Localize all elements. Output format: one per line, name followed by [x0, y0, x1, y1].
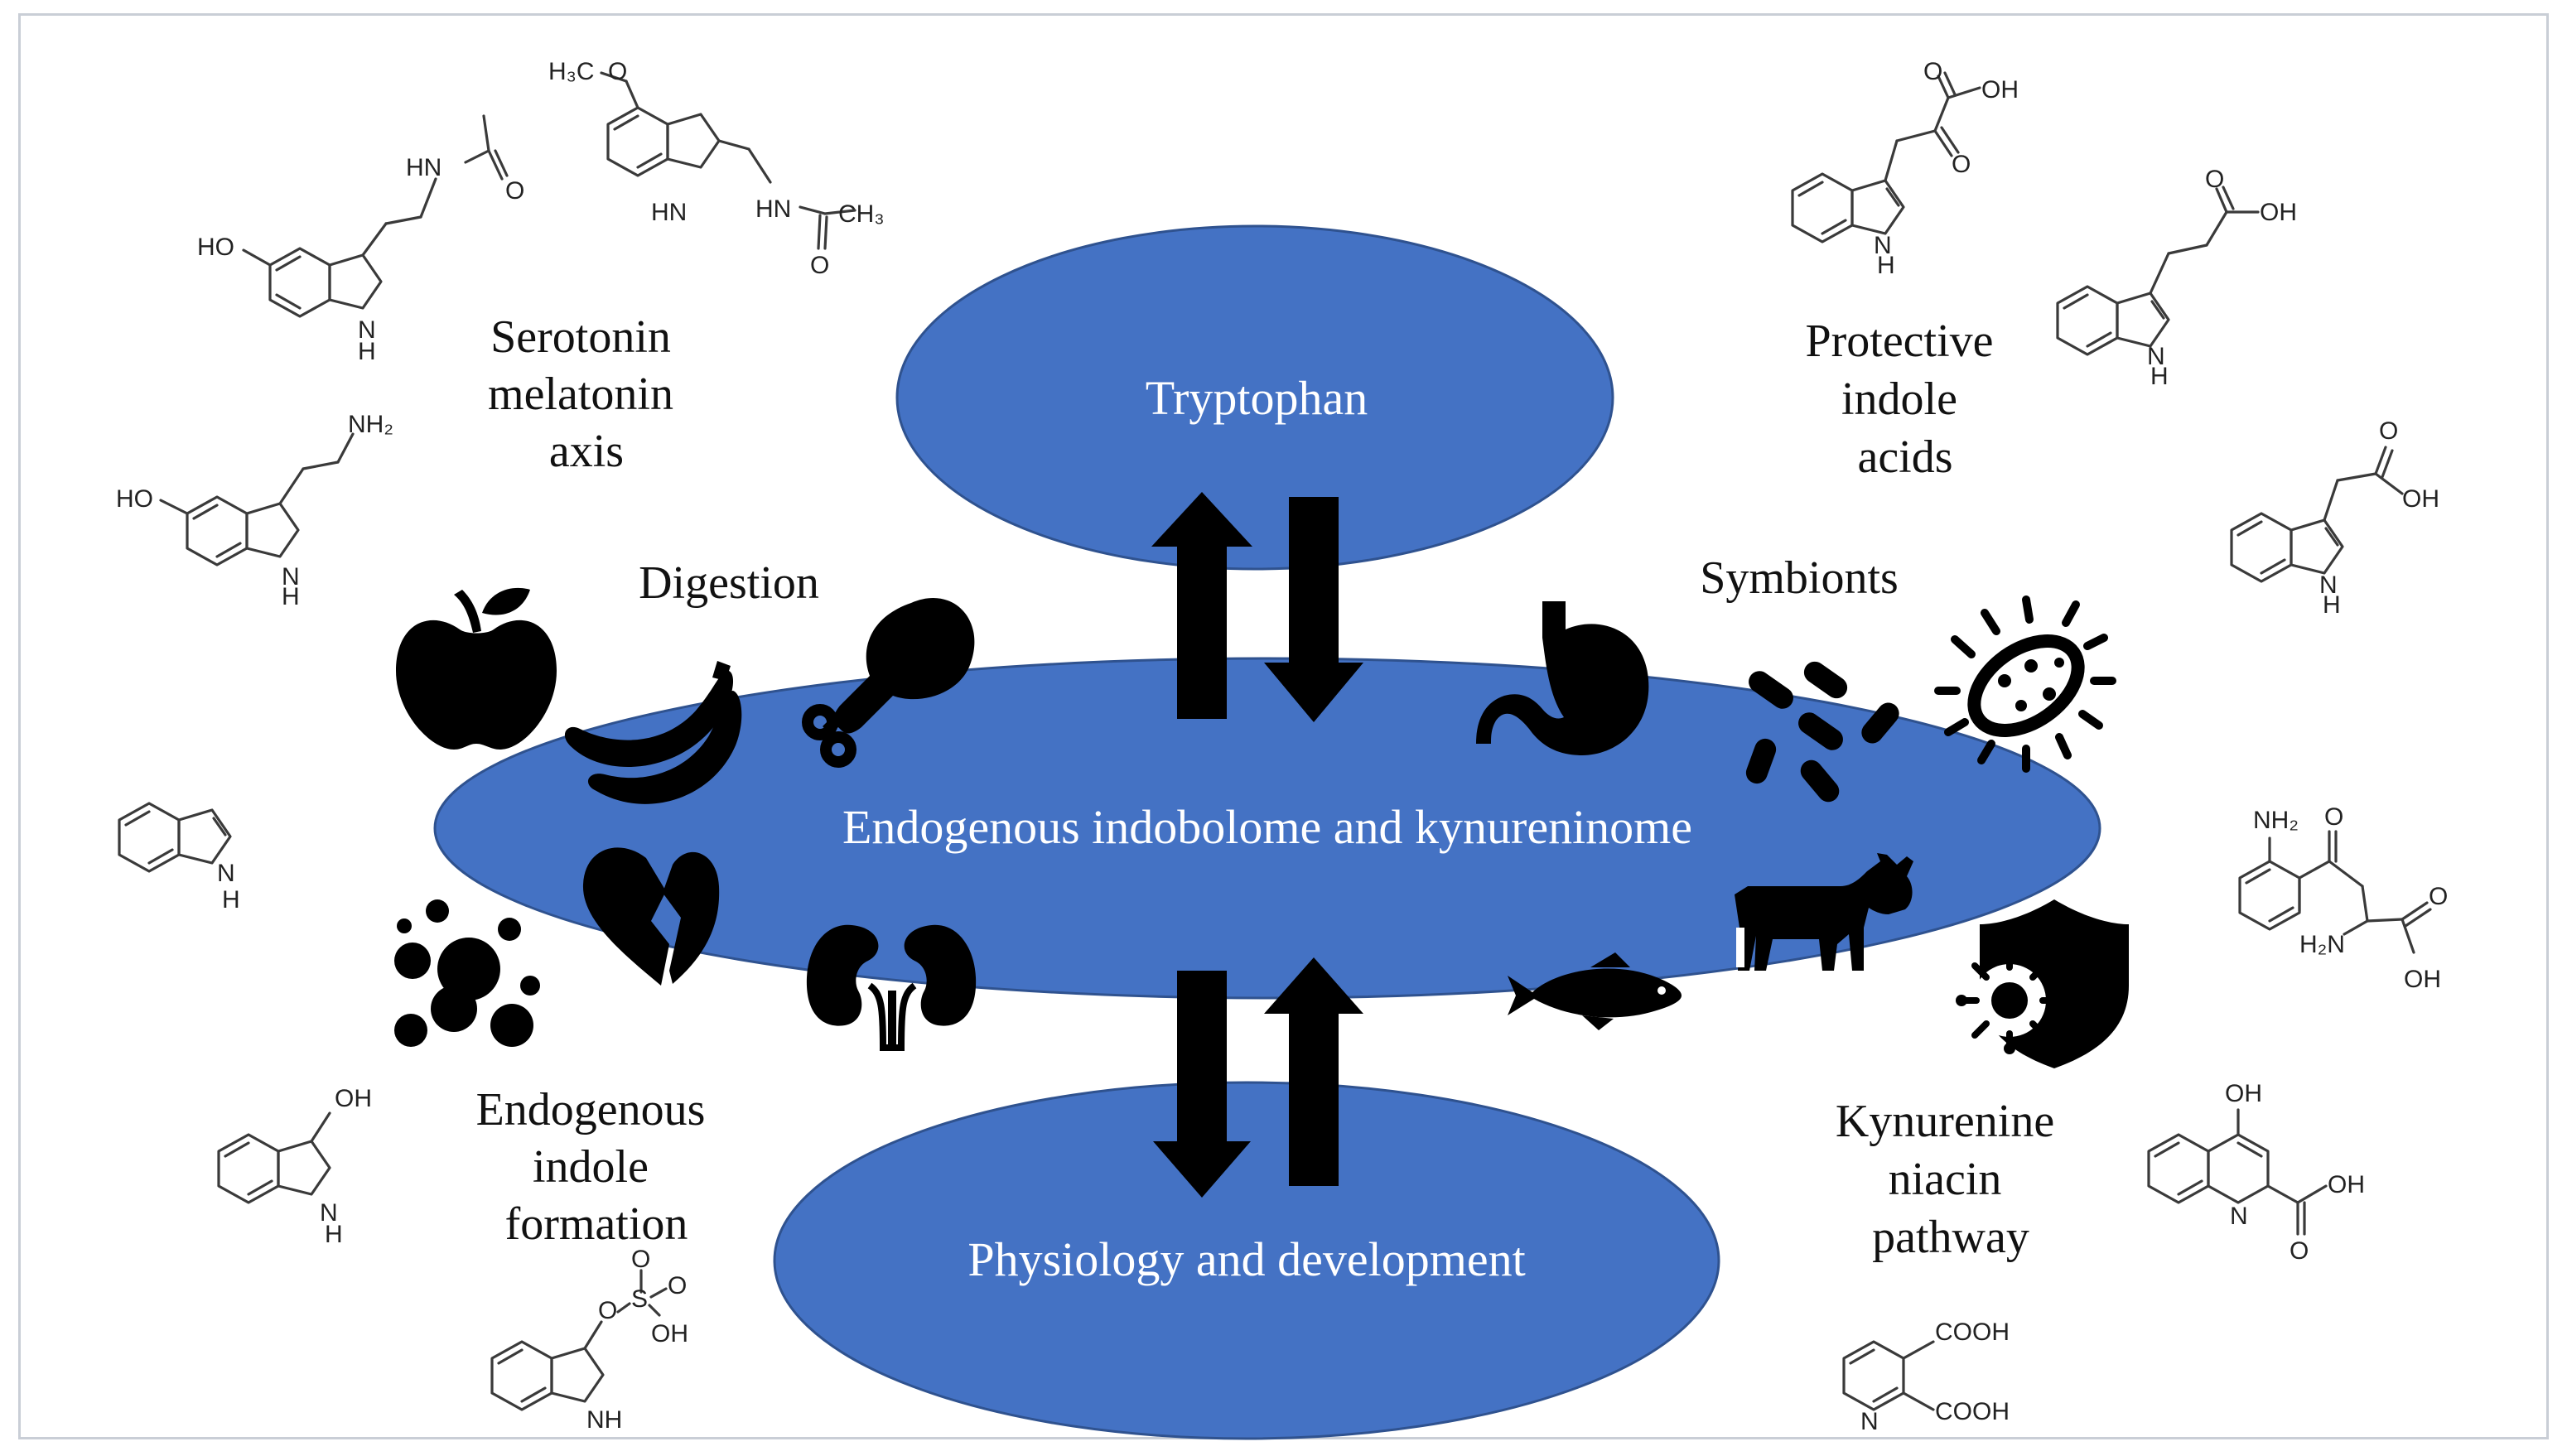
svg-text:OH: OH — [2402, 485, 2439, 513]
svg-text:N: N — [217, 860, 235, 887]
svg-text:OH: OH — [335, 1085, 372, 1112]
arrow-up-top — [1151, 492, 1252, 719]
endogenous-label: Endogenous indole formation — [476, 1084, 717, 1250]
svg-text:N: N — [1874, 232, 1892, 259]
svg-text:COOH: COOH — [1935, 1319, 2010, 1346]
svg-text:H: H — [2323, 591, 2341, 619]
svg-text:O: O — [2205, 166, 2224, 193]
chem-indoxyl-sulfate: O S O O OH NH — [490, 1246, 688, 1434]
symbionts-label: Symbionts — [1700, 552, 1899, 604]
svg-text:HN: HN — [755, 195, 791, 223]
protective-label: Protective indole acids — [1805, 316, 2005, 483]
svg-text:O: O — [2379, 417, 2398, 445]
chem-melatonin: H₃C O HN HN CH₃ O — [548, 58, 885, 279]
svg-text:H₂N: H₂N — [2299, 931, 2345, 958]
chem-kynurenic-acid: OH N OH O — [2147, 1080, 2365, 1265]
chem-n-acetylserotonin: HO HN O N H — [197, 114, 524, 365]
fish-icon — [1508, 952, 1682, 1030]
tryptophan-label: Tryptophan — [1146, 371, 1368, 425]
chem-indolepyruvic-acid: O OH O N H — [1791, 58, 2019, 279]
chem-indoleacetic-acid: O OH N H — [2230, 417, 2439, 619]
stomach-icon — [1476, 601, 1649, 755]
broken-heart-icon — [582, 847, 720, 986]
kynurenine-label: Kynurenine niacin pathway — [1836, 1096, 2066, 1263]
svg-text:H: H — [1877, 252, 1895, 279]
svg-text:OH: OH — [2404, 966, 2441, 993]
svg-text:O: O — [2324, 803, 2343, 831]
svg-text:OH: OH — [1981, 76, 2019, 104]
svg-text:COOH: COOH — [1935, 1398, 2010, 1425]
apple-icon — [396, 587, 557, 750]
svg-text:O: O — [2290, 1237, 2309, 1265]
svg-text:N: N — [2230, 1203, 2248, 1230]
svg-text:OH: OH — [2328, 1171, 2365, 1198]
virus-shield-icon — [1956, 899, 2129, 1068]
chem-kynurenine: NH₂ O H₂N O OH — [2238, 803, 2448, 993]
cow-icon — [1735, 853, 1913, 971]
svg-text:H: H — [282, 583, 300, 610]
indobolome-label: Endogenous indobolome and kynureninome — [842, 800, 1692, 854]
chicken-leg-icon — [802, 598, 975, 768]
svg-text:O: O — [810, 252, 829, 279]
svg-text:OH: OH — [2260, 199, 2297, 226]
chem-indole: N H — [118, 802, 240, 914]
svg-text:HO: HO — [197, 234, 234, 261]
chem-quinolinic-acid: COOH COOH N — [1842, 1319, 2010, 1435]
chem-indolepropionic-acid: O OH N H — [2056, 166, 2297, 390]
bacterium-icon — [1934, 595, 2116, 773]
kidney-icon — [806, 924, 977, 1051]
svg-text:O: O — [631, 1246, 650, 1273]
svg-text:N: N — [2147, 343, 2165, 370]
svg-text:OH: OH — [2225, 1080, 2262, 1107]
svg-text:N: N — [358, 316, 376, 344]
arrow-down-bottom — [1153, 971, 1251, 1198]
svg-text:O: O — [505, 177, 524, 205]
svg-text:H: H — [325, 1221, 343, 1248]
svg-text:N: N — [282, 563, 300, 591]
bacteria-rods-icon — [1745, 661, 1899, 803]
svg-text:H₃C: H₃C — [548, 58, 595, 85]
serotonin-label: Serotonin melatonin axis — [488, 311, 685, 477]
svg-text:NH₂: NH₂ — [2253, 807, 2299, 834]
tryptophan-ellipse — [895, 224, 1614, 571]
svg-text:NH₂: NH₂ — [348, 411, 393, 438]
svg-text:CH₃: CH₃ — [838, 200, 885, 228]
physiology-label: Physiology and development — [967, 1232, 1525, 1286]
svg-text:N: N — [1860, 1408, 1879, 1435]
svg-text:H: H — [358, 338, 376, 365]
svg-text:H: H — [2150, 363, 2169, 390]
chem-indoxyl: OH N H — [217, 1085, 372, 1248]
svg-text:HO: HO — [116, 485, 153, 513]
banana-icon — [564, 661, 742, 804]
svg-text:O: O — [608, 58, 627, 85]
svg-text:NH: NH — [586, 1406, 622, 1434]
arrow-up-bottom — [1264, 957, 1363, 1186]
chem-serotonin: HO NH₂ N H — [116, 411, 393, 610]
bubbles-icon — [394, 899, 540, 1047]
svg-text:OH: OH — [651, 1320, 688, 1348]
svg-text:N: N — [320, 1199, 338, 1227]
svg-text:N: N — [2319, 571, 2338, 599]
svg-text:O: O — [1923, 58, 1942, 85]
svg-text:H: H — [222, 886, 240, 914]
svg-text:O: O — [1952, 151, 1971, 178]
svg-text:O: O — [668, 1272, 687, 1299]
chem-structures: HO HN O N H H₃C O HN HN CH₃ O — [116, 58, 2448, 1435]
svg-text:S: S — [631, 1285, 648, 1313]
arrow-down-top — [1264, 497, 1363, 722]
svg-text:O: O — [2429, 883, 2448, 910]
digestion-label: Digestion — [639, 557, 819, 609]
svg-text:O: O — [598, 1297, 617, 1324]
svg-text:HN: HN — [406, 154, 442, 181]
svg-text:HN: HN — [651, 199, 687, 226]
physiology-ellipse — [773, 1081, 1720, 1440]
